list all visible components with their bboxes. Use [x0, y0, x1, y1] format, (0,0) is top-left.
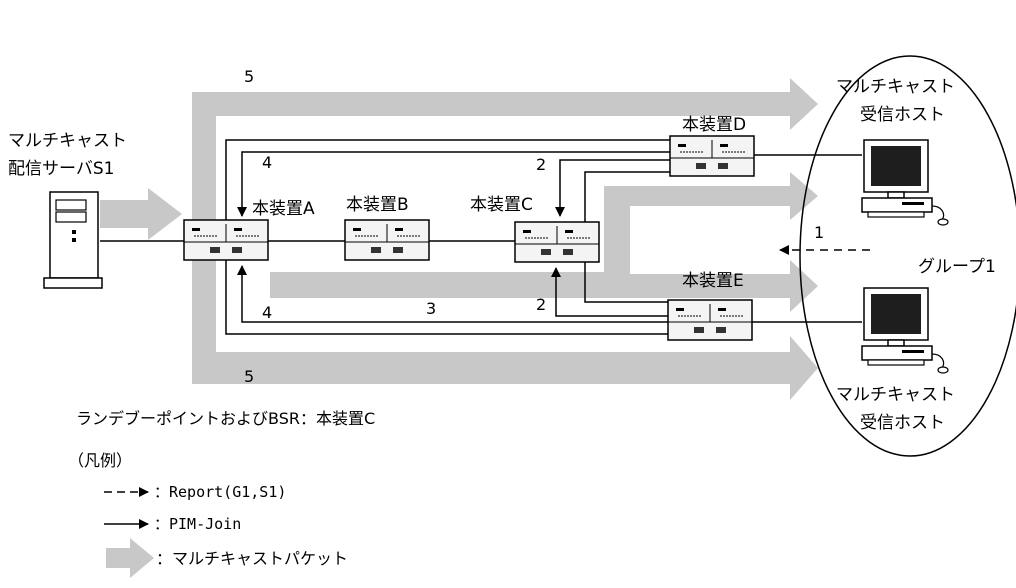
device-c	[514, 221, 600, 263]
device-c-label: 本装置C	[470, 195, 533, 215]
receiver-top-line2: 受信ホスト	[860, 105, 945, 125]
step-3-label: 3	[426, 299, 436, 318]
receiver-pc-bottom-icon	[861, 287, 949, 374]
receiver-top-line1: マルチキャスト	[836, 77, 955, 97]
receiver-pc-top-icon	[861, 139, 949, 226]
device-d	[669, 135, 755, 177]
legend-title: （凡例）	[68, 451, 132, 470]
legend-join-label: ：PIM-Join	[154, 515, 241, 533]
step-5-bottom-label: 5	[244, 367, 254, 386]
server-icon	[43, 191, 103, 289]
device-b	[344, 219, 430, 261]
rp-note: ランデブーポイントおよびBSR：本装置C	[76, 409, 375, 428]
step-4-top-label: 4	[262, 153, 272, 172]
group-label: グループ1	[918, 257, 996, 277]
device-a	[183, 219, 269, 261]
device-e-label: 本装置E	[682, 271, 744, 291]
device-a-label: 本装置A	[252, 199, 315, 219]
step-4-bottom-label: 4	[262, 303, 272, 322]
multicast-packet-arrows	[100, 78, 818, 400]
server-label-line2: 配信サーバS1	[8, 159, 114, 179]
device-e	[667, 299, 753, 341]
device-b-label: 本装置B	[346, 195, 409, 215]
legend-packet-label: ：マルチキャストパケット	[156, 549, 348, 568]
group-ellipse	[799, 55, 1016, 457]
legend: （凡例） ：Report(G1,S1) ：PIM-Join ：マルチキャストパケ…	[68, 451, 348, 578]
pim-join-arrows	[237, 151, 670, 323]
legend-report-label: ：Report(G1,S1)	[154, 483, 286, 501]
device-d-label: 本装置D	[682, 115, 746, 135]
step-5-top-label: 5	[244, 67, 254, 86]
receiver-bottom-line2: 受信ホスト	[860, 413, 945, 433]
receiver-bottom-line1: マルチキャスト	[836, 385, 955, 405]
step-2-bottom-label: 2	[536, 295, 546, 314]
step-2-top-label: 2	[536, 155, 546, 174]
step-1-label: 1	[814, 223, 824, 242]
server-label-line1: マルチキャスト	[8, 131, 127, 151]
legend-packet-sample	[106, 538, 154, 578]
connection-lines	[100, 139, 862, 335]
